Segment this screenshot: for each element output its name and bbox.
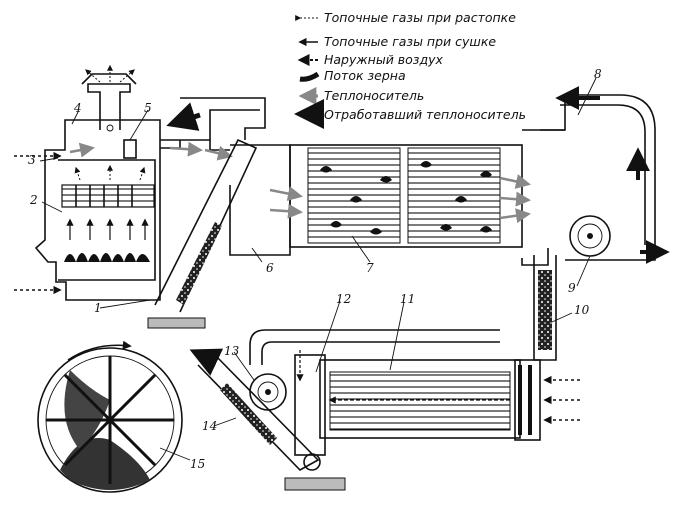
label-4: 4 [73,101,82,115]
label-2: 2 [29,193,38,207]
grain-column-10 [533,255,557,361]
drum-cross-section-15 [37,340,183,493]
label-8: 8 [594,67,602,81]
label-7: 7 [366,261,374,275]
legend-item-grain-flow: Поток зерна [299,68,406,83]
label-11: 11 [400,292,415,306]
label-10: 10 [574,303,590,317]
bucket-elevator-14 [189,348,346,491]
mixing-chamber [160,97,291,256]
label-9: 9 [568,281,576,295]
furnace [14,64,161,301]
label-12: 12 [336,292,351,306]
legend-item-heat-carrier: Теплоноситель [298,87,424,105]
label-15: 15 [190,457,205,471]
legend-item-spent-carrier: Отработавший теплоноситель [294,99,526,129]
cooler-11 [249,329,580,441]
legend-label: Топочные газы при сушке [324,34,496,49]
legend-item-flue-startup: Топочные газы при растопке [295,10,516,25]
label-14: 14 [202,419,217,433]
bucket-elevator-1 [147,138,258,329]
legend-label: Наружный воздух [324,52,443,67]
label-1: 1 [94,301,102,315]
legend-label: Отработавший теплоноситель [324,107,526,122]
legend-item-outside-air: Наружный воздух [297,52,443,67]
legend-item-flue-drying: Топочные газы при сушке [298,34,496,49]
label-3: 3 [28,153,36,167]
fan-9 [569,215,611,257]
label-13: 13 [224,344,240,358]
label-5: 5 [144,101,152,115]
fire-tubes [61,184,155,208]
dryer-drum-7 [269,144,531,248]
part-labels: 1 2 3 4 5 6 7 8 9 10 11 12 13 14 15 [28,67,602,471]
legend-label: Теплоноситель [324,88,424,103]
outlet-chamber-8 [521,86,670,266]
legend: Топочные газы при растопке Топочные газы… [294,10,526,129]
legend-label: Топочные газы при растопке [324,10,516,25]
leader-lines [39,77,597,461]
label-6: 6 [266,261,274,275]
fan-13 [249,373,287,411]
legend-label: Поток зерна [324,68,406,83]
